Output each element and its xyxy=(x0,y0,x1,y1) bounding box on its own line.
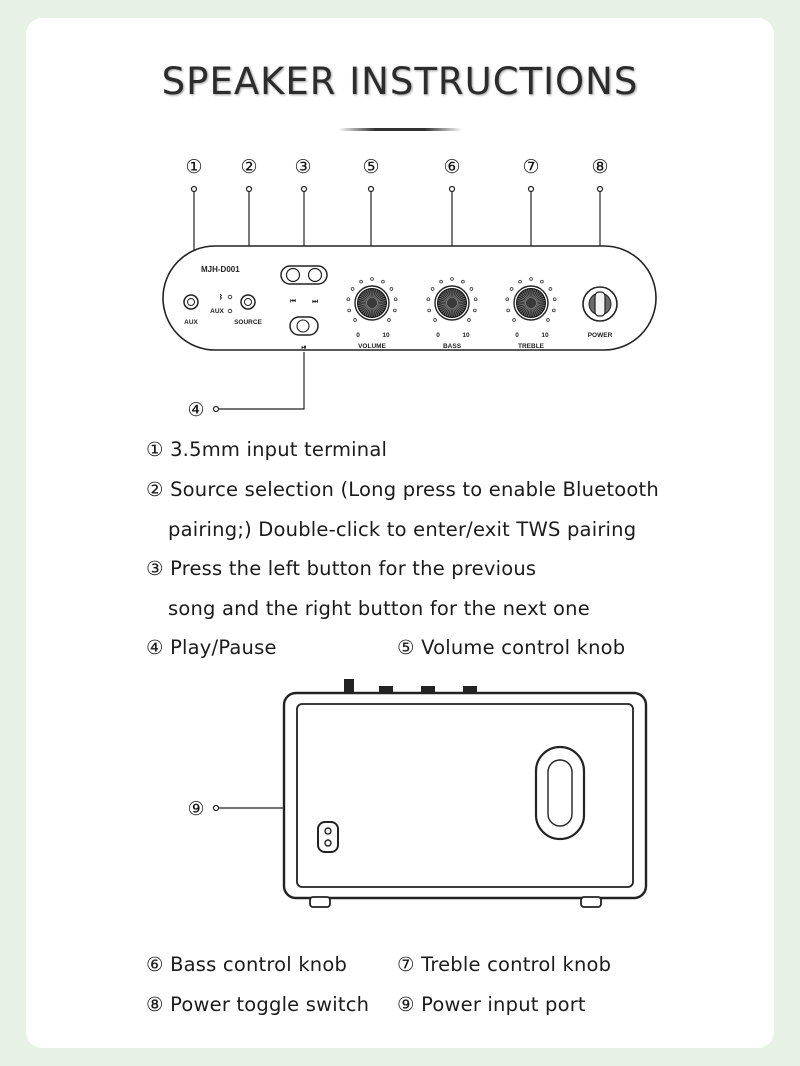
volume-min-label: 0 xyxy=(356,332,360,339)
description-volume: ⑤ Volume control knob xyxy=(397,636,626,659)
bluetooth-led-icon xyxy=(227,294,233,300)
treble-knob[interactable] xyxy=(505,277,557,322)
volume-max-label: 10 xyxy=(382,332,390,339)
description-bass: ⑥ Bass control knob xyxy=(146,953,348,976)
callout-5: ⑤ xyxy=(362,156,379,178)
description-power-input: ⑨ Power input port xyxy=(397,993,586,1016)
aux-jack-icon xyxy=(183,294,199,310)
source-label: SOURCE xyxy=(234,319,262,326)
bass-knob[interactable] xyxy=(426,277,478,322)
previous-icon: ⏮ xyxy=(290,298,296,305)
callout-7: ⑦ xyxy=(522,156,539,178)
description-source-line2: pairing;) Double-click to enter/exit TWS… xyxy=(168,518,637,541)
indicator-aux-label: AUX xyxy=(210,308,224,315)
description-source-line1: ② Source selection (Long press to enable… xyxy=(146,478,659,501)
bass-min-label: 0 xyxy=(436,332,440,339)
aux-label: AUX xyxy=(184,319,198,326)
callout-6: ⑥ xyxy=(443,156,460,178)
description-aux-input: ① 3.5mm input terminal xyxy=(146,438,388,461)
title-underline xyxy=(338,128,462,131)
callout-3: ③ xyxy=(294,156,311,178)
volume-label: VOLUME xyxy=(358,343,386,350)
callout-2: ② xyxy=(240,156,257,178)
bass-max-label: 10 xyxy=(462,332,470,339)
description-treble: ⑦ Treble control knob xyxy=(397,953,612,976)
power-label: POWER xyxy=(588,332,613,339)
next-button[interactable] xyxy=(307,267,323,283)
speaker-illustration xyxy=(282,679,648,908)
description-prev-next-line1: ③ Press the left button for the previous xyxy=(146,557,537,580)
power-input-port-icon xyxy=(317,821,339,853)
aux-led-icon xyxy=(227,308,233,314)
callout-8: ⑧ xyxy=(591,156,608,178)
next-icon: ⏭ xyxy=(312,298,318,305)
previous-button[interactable] xyxy=(285,267,301,283)
bluetooth-icon: ᛒ xyxy=(219,293,223,301)
play-pause-icon: ⏯ xyxy=(301,344,306,351)
callout-4: ④ xyxy=(187,399,204,421)
description-prev-next-line2: song and the right button for the next o… xyxy=(168,597,590,620)
volume-knob[interactable] xyxy=(346,277,398,322)
callout-1: ① xyxy=(185,156,202,178)
panel-outline xyxy=(162,245,657,351)
source-button[interactable] xyxy=(240,294,256,310)
page-title: SPEAKER INSTRUCTIONS xyxy=(161,60,639,103)
description-power-switch: ⑧ Power toggle switch xyxy=(146,993,370,1016)
toggle-lever-icon xyxy=(594,291,606,317)
treble-min-label: 0 xyxy=(515,332,519,339)
treble-max-label: 10 xyxy=(541,332,549,339)
treble-label: TREBLE xyxy=(518,343,545,350)
description-play-pause: ④ Play/Pause xyxy=(146,636,277,659)
bass-label: BASS xyxy=(443,343,462,350)
callout-9: ⑨ xyxy=(187,798,204,820)
model-number: MJH-D001 xyxy=(201,265,240,274)
